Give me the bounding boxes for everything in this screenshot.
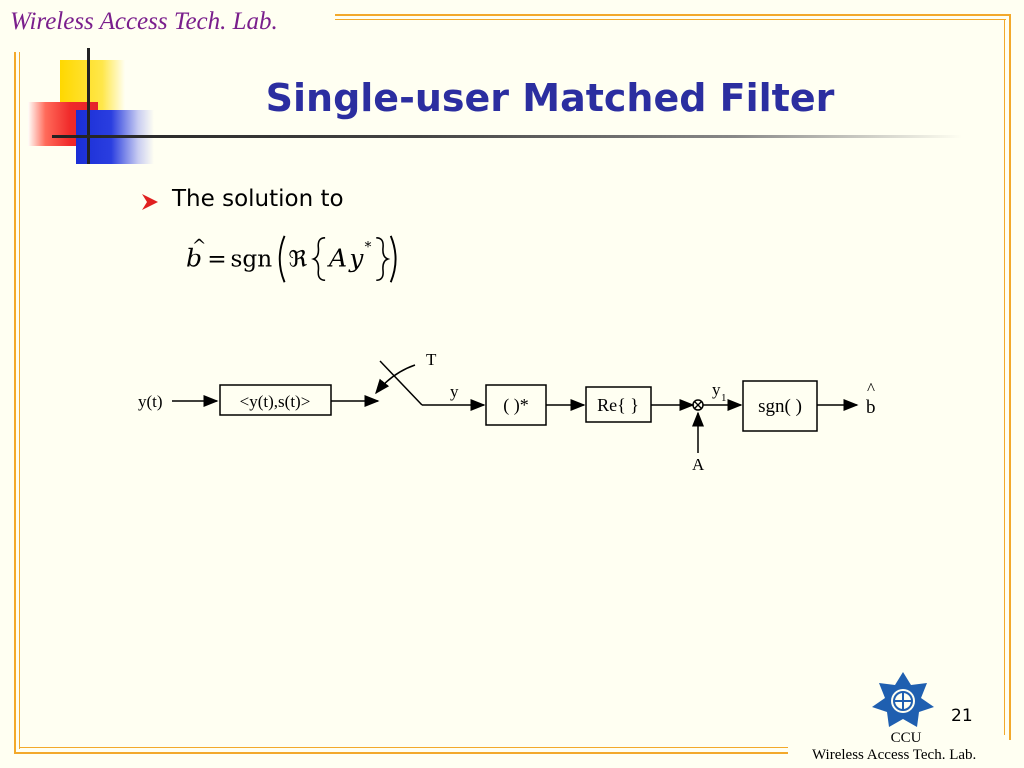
formula-sgn: sgn [230, 246, 272, 273]
decorative-vertical-line [87, 48, 90, 164]
sampler-switch [379, 360, 423, 406]
bullet-text: The solution to [172, 186, 344, 212]
output-label: b [866, 397, 876, 418]
sign-block [742, 380, 818, 432]
formula-left-paren [278, 235, 286, 283]
real-part-label: Re{ } [597, 395, 639, 415]
footer-lab-name: Wireless Access Tech. Lab. [812, 747, 977, 763]
frame-left-border [14, 52, 16, 754]
formula-right-brace [376, 237, 391, 282]
block-diagram: y(t) <y(t),s(t)> T y ( )* Re{ } A y 1 sg… [138, 350, 876, 474]
output-accent: ^ [867, 379, 875, 398]
formula-lhs: b [186, 244, 202, 273]
conjugate-label: ( )* [503, 395, 529, 416]
formula-left-brace [311, 237, 326, 282]
frame-bottom-border-inner [19, 747, 788, 748]
header-lab-name: Wireless Access Tech. Lab. [10, 8, 278, 35]
frame-left-border-inner [19, 52, 20, 749]
bullet-arrow-icon [142, 194, 158, 210]
footer-university: CCU [890, 730, 922, 746]
formula-var-a: A [327, 244, 347, 273]
amplitude-label: A [692, 455, 705, 474]
decorative-horizontal-line [52, 135, 962, 138]
correlator-label: <y(t),s(t)> [240, 392, 311, 411]
formula-real-symbol: ℜ [288, 246, 307, 273]
product-subscript: 1 [721, 392, 727, 404]
ccu-logo-icon [872, 672, 934, 727]
formula-equals: = [207, 246, 226, 273]
frame-bottom-border [14, 752, 788, 754]
formula-var-y: y [348, 244, 364, 273]
slide-title: Single-user Matched Filter [265, 76, 835, 120]
frame-top-border-inner [335, 19, 1006, 20]
sampler-arrow [375, 364, 416, 395]
sampler-label: T [426, 350, 437, 369]
sign-label: sgn( ) [758, 396, 802, 417]
decorative-yellow-square [60, 60, 125, 110]
frame-right-border-inner [1004, 19, 1005, 735]
formula-conjugate: * [365, 239, 372, 255]
sample-label: y [450, 382, 459, 401]
frame-right-border [1009, 14, 1011, 740]
product-label: y [712, 380, 721, 399]
decision-formula: ^ b = sgn ℜ A y * [186, 235, 397, 283]
page-number: 21 [951, 706, 973, 726]
formula-hat: ^ [192, 236, 207, 256]
formula-right-paren [389, 235, 397, 283]
input-label: y(t) [138, 392, 163, 411]
frame-top-border [335, 14, 1011, 16]
correlator-block [219, 384, 332, 416]
